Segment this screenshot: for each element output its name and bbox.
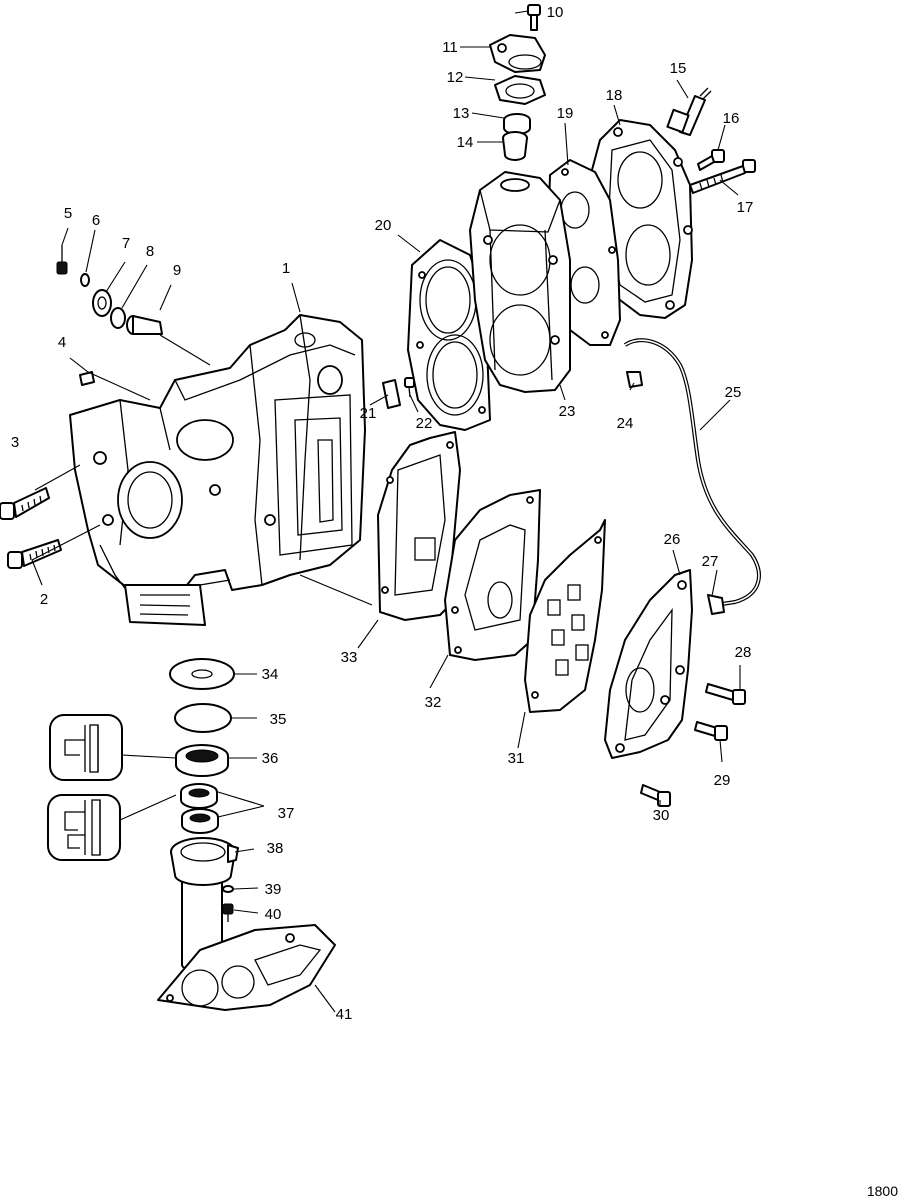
seal-37-upper <box>180 783 218 809</box>
callout-27: 27 <box>702 553 719 570</box>
seal-13 <box>503 113 531 135</box>
callout-6: 6 <box>92 212 100 229</box>
callout-31: 31 <box>508 750 525 767</box>
callout-9: 9 <box>173 262 181 279</box>
callout-23: 23 <box>559 403 576 420</box>
callout-40: 40 <box>265 906 282 923</box>
callout-39: 39 <box>265 881 282 898</box>
gasket-12 <box>494 75 546 105</box>
callout-12: 12 <box>447 69 464 86</box>
callout-10: 10 <box>547 4 564 21</box>
bolt-17 <box>689 159 756 194</box>
gasket-8 <box>110 307 126 329</box>
bolt-2 <box>7 539 62 569</box>
callout-17: 17 <box>737 199 754 216</box>
temperature-sensor-15 <box>666 87 712 136</box>
callout-35: 35 <box>270 711 287 728</box>
elbow-fitting-27 <box>707 594 725 615</box>
callout-20: 20 <box>375 217 392 234</box>
screw-40 <box>222 903 234 922</box>
gasket-32 <box>444 489 541 661</box>
callout-36: 36 <box>262 750 279 767</box>
cylinder-head-23 <box>469 171 571 393</box>
callout-38: 38 <box>267 840 284 857</box>
callout-28: 28 <box>735 644 752 661</box>
callout-18: 18 <box>606 87 623 104</box>
callout-3: 3 <box>11 434 19 451</box>
detail-inset-upper <box>49 714 123 781</box>
cylinder-block <box>69 314 366 626</box>
washer-39 <box>222 885 234 893</box>
callout-37: 37 <box>278 805 295 822</box>
callout-8: 8 <box>146 243 154 260</box>
seal-37-lower <box>181 808 219 834</box>
screw-22 <box>404 377 415 398</box>
bolt-28 <box>705 683 746 705</box>
bolt-30 <box>640 784 671 807</box>
figure-number: 1800 <box>867 1183 898 1199</box>
thermostat-14 <box>502 131 528 161</box>
head-gasket-20 <box>407 239 491 431</box>
washer-6 <box>80 273 90 287</box>
callout-4: 4 <box>58 334 66 351</box>
callout-30: 30 <box>653 807 670 824</box>
dowel-pin-4 <box>79 371 95 386</box>
o-ring-35 <box>174 703 232 733</box>
callout-7: 7 <box>122 235 130 252</box>
adapter-plate-31 <box>524 519 606 713</box>
bolt-10 <box>527 4 541 31</box>
callout-14: 14 <box>457 134 474 151</box>
leader-lines <box>31 10 741 1013</box>
callout-16: 16 <box>723 110 740 127</box>
callout-32: 32 <box>425 694 442 711</box>
hose-25 <box>623 338 761 606</box>
callout-29: 29 <box>714 772 731 789</box>
callout-2: 2 <box>40 591 48 608</box>
fitting-9 <box>126 315 163 335</box>
seal-36 <box>175 744 229 777</box>
detail-inset-lower <box>47 794 121 861</box>
cover-plate-26 <box>604 569 693 759</box>
gasket-33 <box>377 431 461 621</box>
callout-33: 33 <box>341 649 358 666</box>
callout-24: 24 <box>617 415 634 432</box>
callout-13: 13 <box>453 105 470 122</box>
bolt-3 <box>0 487 50 520</box>
callout-25: 25 <box>725 384 742 401</box>
bolt-16 <box>697 149 725 171</box>
callout-26: 26 <box>664 531 681 548</box>
callout-labels: 1 2 3 4 5 6 7 8 9 10 11 12 13 14 15 16 1… <box>11 4 754 1023</box>
callout-21: 21 <box>360 405 377 422</box>
screw-5 <box>56 245 68 275</box>
callout-15: 15 <box>670 60 687 77</box>
callout-41: 41 <box>336 1006 353 1023</box>
thermostat-cover-11 <box>489 34 546 73</box>
callout-19: 19 <box>557 105 574 122</box>
callout-22: 22 <box>416 415 433 432</box>
callout-11: 11 <box>442 39 458 56</box>
plate-21 <box>382 379 401 409</box>
callout-5: 5 <box>64 205 72 222</box>
callout-1: 1 <box>282 260 290 277</box>
washer-34 <box>169 658 235 690</box>
callout-34: 34 <box>262 666 279 683</box>
bolt-29 <box>694 721 728 741</box>
plate-7 <box>92 289 112 317</box>
base-gasket-41 <box>157 924 336 1011</box>
clip-24 <box>626 371 643 388</box>
